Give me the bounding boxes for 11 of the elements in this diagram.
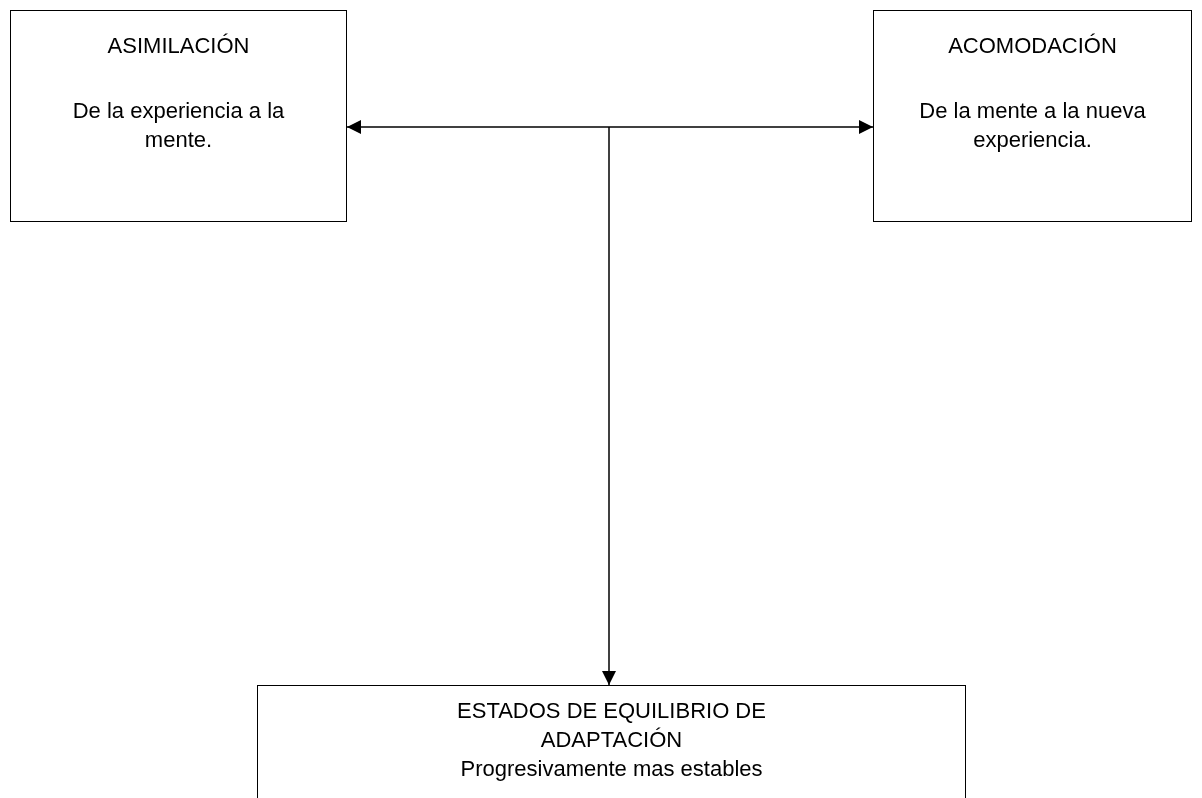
arrow xyxy=(602,126,616,686)
concept-box xyxy=(257,685,966,798)
concept-box xyxy=(873,10,1192,222)
box-heading: ASIMILACIÓN xyxy=(106,32,251,60)
arrow xyxy=(346,120,874,134)
box-heading: ESTADOS DE EQUILIBRIO DE ADAPTACIÓN xyxy=(456,697,767,754)
box-text: Progresivamente mas estables xyxy=(459,755,764,783)
box-text: De la experiencia a la mente. xyxy=(71,97,286,154)
concept-box xyxy=(10,10,347,222)
box-text: De la mente a la nueva experiencia. xyxy=(918,97,1147,154)
box-heading: ACOMODACIÓN xyxy=(947,32,1118,60)
